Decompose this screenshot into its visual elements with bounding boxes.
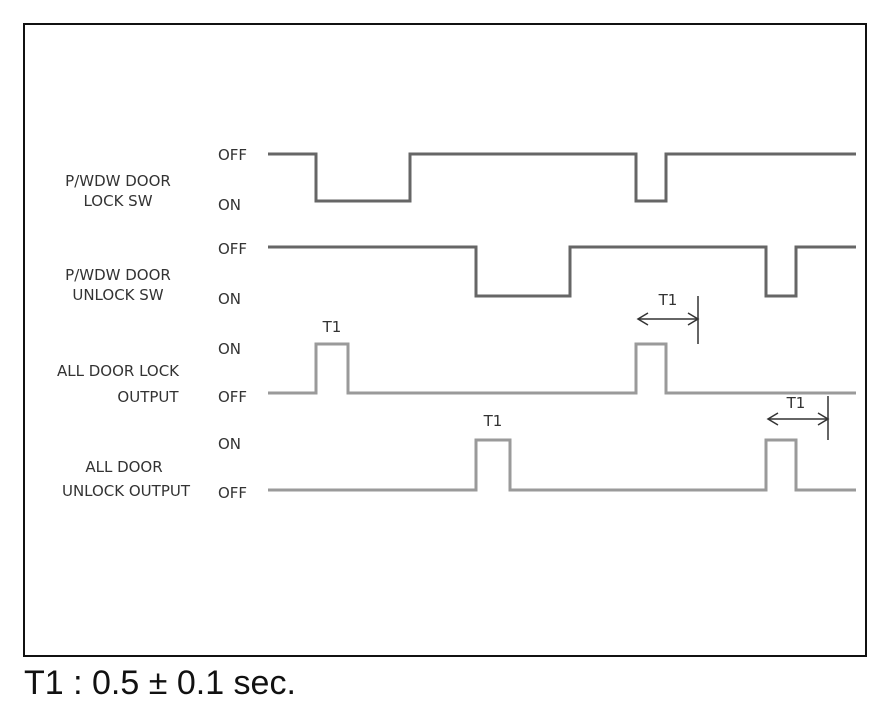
timing-diagram: P/WDW DOOR LOCK SW P/WDW DOOR UNLOCK SW … bbox=[23, 23, 867, 657]
dimension-arrow-t1-lower bbox=[766, 396, 830, 440]
signal-label-lock-output-line1: ALL DOOR LOCK bbox=[57, 362, 180, 380]
state-label-unlock-output-off: OFF bbox=[218, 484, 247, 502]
waveform-lock-sw bbox=[268, 152, 856, 203]
diagram-frame bbox=[23, 23, 867, 657]
signal-label-lock-sw-line2: LOCK SW bbox=[83, 192, 152, 210]
signal-label-lock-output-line2: OUTPUT bbox=[117, 388, 179, 406]
signal-label-lock-sw-line1: P/WDW DOOR bbox=[65, 172, 171, 190]
signal-label-unlock-output-line1: ALL DOOR bbox=[85, 458, 162, 476]
footnote-t1-definition: T1 : 0.5 ± 0.1 sec. bbox=[24, 664, 296, 702]
state-label-lock-sw-off: OFF bbox=[218, 146, 247, 164]
pulse-label-t1-second: T1 bbox=[483, 412, 503, 430]
pulse-label-t1-fourth: T1 bbox=[786, 394, 806, 412]
state-label-lock-sw-on: ON bbox=[218, 196, 241, 214]
state-label-lock-output-off: OFF bbox=[218, 388, 247, 406]
state-label-lock-output-on: ON bbox=[218, 340, 241, 358]
state-label-unlock-output-on: ON bbox=[218, 435, 241, 453]
signal-label-unlock-sw-line1: P/WDW DOOR bbox=[65, 266, 171, 284]
pulse-label-t1-first: T1 bbox=[322, 318, 342, 336]
pulse-label-t1-third: T1 bbox=[658, 291, 678, 309]
waveform-lock-output bbox=[268, 342, 856, 395]
state-label-unlock-sw-on: ON bbox=[218, 290, 241, 308]
signal-label-unlock-output-line2: UNLOCK OUTPUT bbox=[62, 482, 191, 500]
waveform-unlock-sw bbox=[268, 245, 856, 298]
state-label-unlock-sw-off: OFF bbox=[218, 240, 247, 258]
signal-label-unlock-sw-line2: UNLOCK SW bbox=[72, 286, 163, 304]
waveform-unlock-output bbox=[268, 438, 856, 492]
dimension-arrow-t1-upper bbox=[636, 296, 700, 344]
